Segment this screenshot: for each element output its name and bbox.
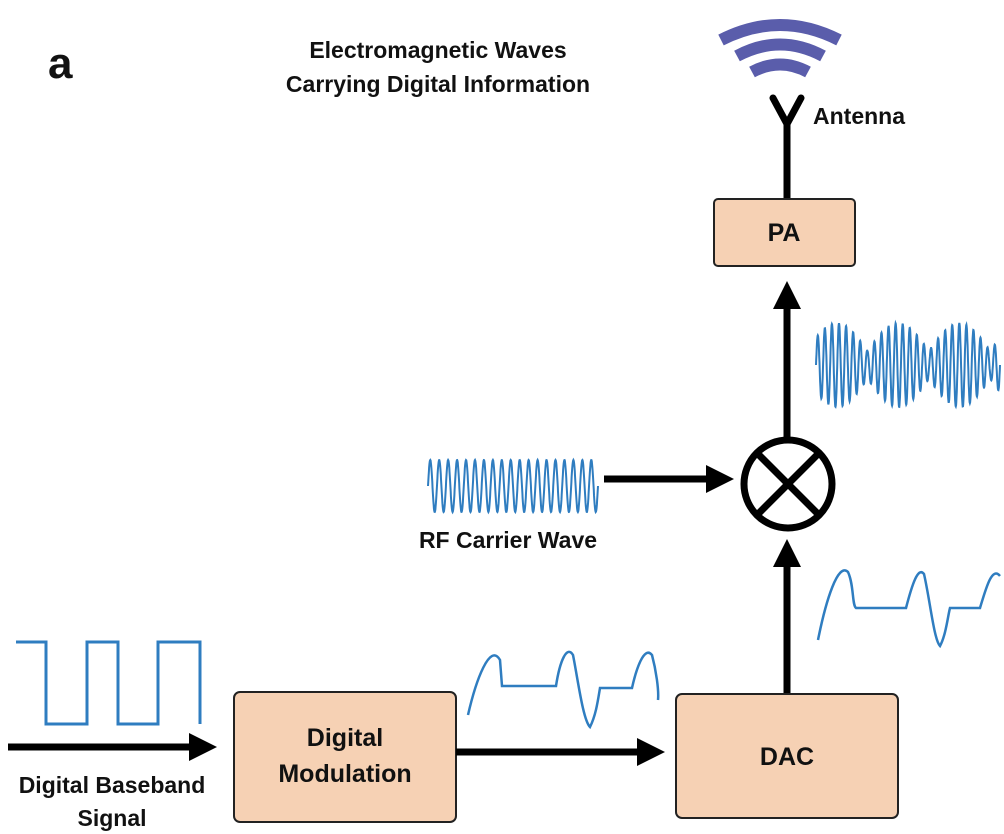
antenna-label: Antenna bbox=[813, 103, 905, 129]
digital-modulation-label-line2: Modulation bbox=[278, 760, 411, 788]
dac-label: DAC bbox=[760, 743, 814, 771]
baseband-square-waveform bbox=[16, 640, 202, 726]
baseband-label-line2: Signal bbox=[77, 805, 146, 831]
digital-modulation-block bbox=[233, 691, 457, 823]
em-waves-title-line2: Carrying Digital Information bbox=[286, 71, 590, 97]
pa-block bbox=[713, 198, 856, 267]
digital-modulation-label-line1: Digital bbox=[307, 724, 383, 752]
wireless-waves-icon bbox=[718, 19, 842, 78]
em-waves-title-line1: Electromagnetic Waves bbox=[309, 37, 566, 63]
multiply-circle-icon bbox=[740, 436, 836, 532]
modulated-rf-waveform bbox=[815, 319, 1001, 410]
panel-label: a bbox=[48, 39, 73, 88]
antenna-icon bbox=[769, 94, 805, 204]
rf-carrier-waveform bbox=[427, 457, 599, 515]
dac-output-waveform bbox=[816, 569, 1001, 649]
modulated-baseband-waveform bbox=[466, 650, 660, 730]
baseband-label-line1: Digital Baseband bbox=[19, 772, 206, 798]
rf-carrier-label: RF Carrier Wave bbox=[419, 527, 597, 553]
dac-block bbox=[675, 693, 899, 819]
pa-label: PA bbox=[768, 219, 801, 247]
